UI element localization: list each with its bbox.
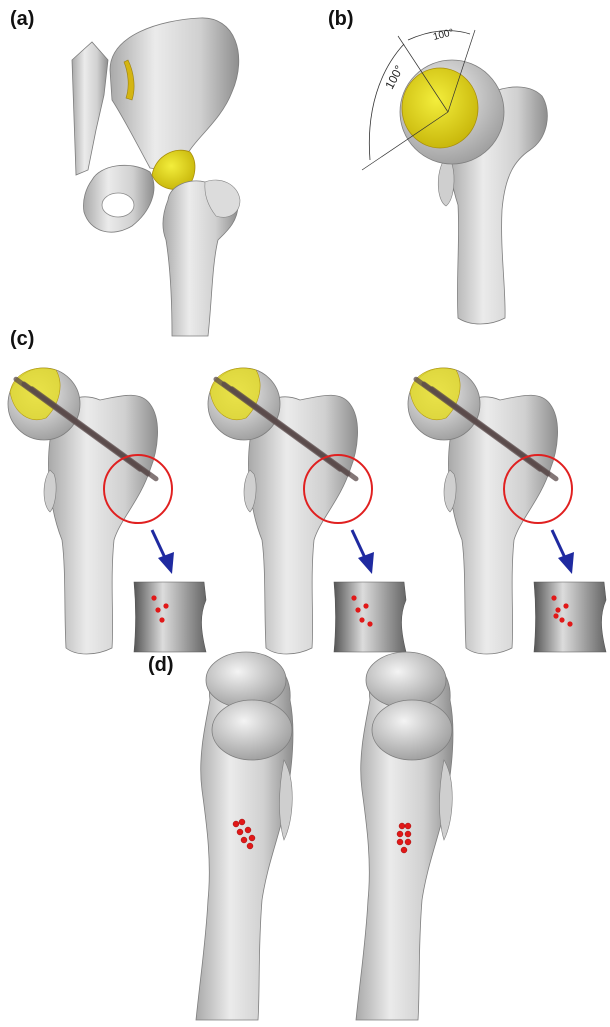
rod-entry-dot-2 <box>239 819 245 825</box>
inset-dot-3 <box>363 603 368 608</box>
rod-entry-dot-3 <box>237 829 243 835</box>
inset-dot-1 <box>151 595 156 600</box>
femur-head-top <box>206 652 286 708</box>
inset-dot-3 <box>163 603 168 608</box>
inset-dot-5 <box>567 621 572 626</box>
inset-dot-4 <box>159 617 164 622</box>
rod-entry-dot-5 <box>397 839 403 845</box>
inset-dot-4 <box>359 617 364 622</box>
arrow-shaft <box>552 530 566 560</box>
rod-entry-dot-3 <box>397 831 403 837</box>
panel-b-cartilage-cap <box>402 68 478 148</box>
obturator-foramen <box>102 193 134 217</box>
inset-dot-2 <box>555 607 560 612</box>
rod-entry-dot-7 <box>401 847 407 853</box>
panel-c-femur-1 <box>8 368 206 654</box>
rod-entry-dot-5 <box>241 837 247 843</box>
panel-b-femur-model: 100° 100° <box>362 27 547 324</box>
panel-d-femur-1 <box>196 652 293 1020</box>
panel-b-lesser-trochanter <box>438 160 454 206</box>
angle-label-2: 100° <box>432 27 455 43</box>
inset-dot-2 <box>155 607 160 612</box>
rod-entry-dot-6 <box>249 835 255 841</box>
panel-d-models <box>196 652 453 1020</box>
inset-dot-4 <box>559 617 564 622</box>
rod-entry-dot-2 <box>405 823 411 829</box>
inset-dot-3 <box>563 603 568 608</box>
arrow-head <box>558 552 574 574</box>
arrow-shaft <box>352 530 366 560</box>
inset-dot-5 <box>367 621 372 626</box>
panel-c-femur-2 <box>208 368 406 654</box>
arrow-shaft <box>152 530 166 560</box>
arrow-head <box>158 552 174 574</box>
femur-trochanter <box>372 700 452 760</box>
inset-dot-1 <box>351 595 356 600</box>
panel-a-hip-model <box>72 18 240 336</box>
rod-entry-dot-4 <box>405 831 411 837</box>
rod-entry-dot-7 <box>247 843 253 849</box>
angle-label-1: 100° <box>382 63 406 92</box>
zoom-inset <box>534 582 606 652</box>
sacrum-shape <box>72 42 108 175</box>
rod-entry-dot-1 <box>233 821 239 827</box>
panel-d-femur-2 <box>356 652 453 1020</box>
femur-trochanter <box>212 700 292 760</box>
zoom-inset <box>334 582 406 652</box>
inset-dot-2 <box>355 607 360 612</box>
rod-entry-dot-6 <box>405 839 411 845</box>
panel-c-models <box>8 368 606 654</box>
inset-dot-6 <box>553 613 558 618</box>
arrow-head <box>358 552 374 574</box>
panel-c-femur-3 <box>408 368 606 654</box>
femur-head-top <box>366 652 446 708</box>
rod-entry-dot-4 <box>245 827 251 833</box>
rod-entry-dot-1 <box>399 823 405 829</box>
zoom-inset <box>134 582 206 652</box>
inset-dot-1 <box>551 595 556 600</box>
angle-arc-1 <box>369 44 404 160</box>
